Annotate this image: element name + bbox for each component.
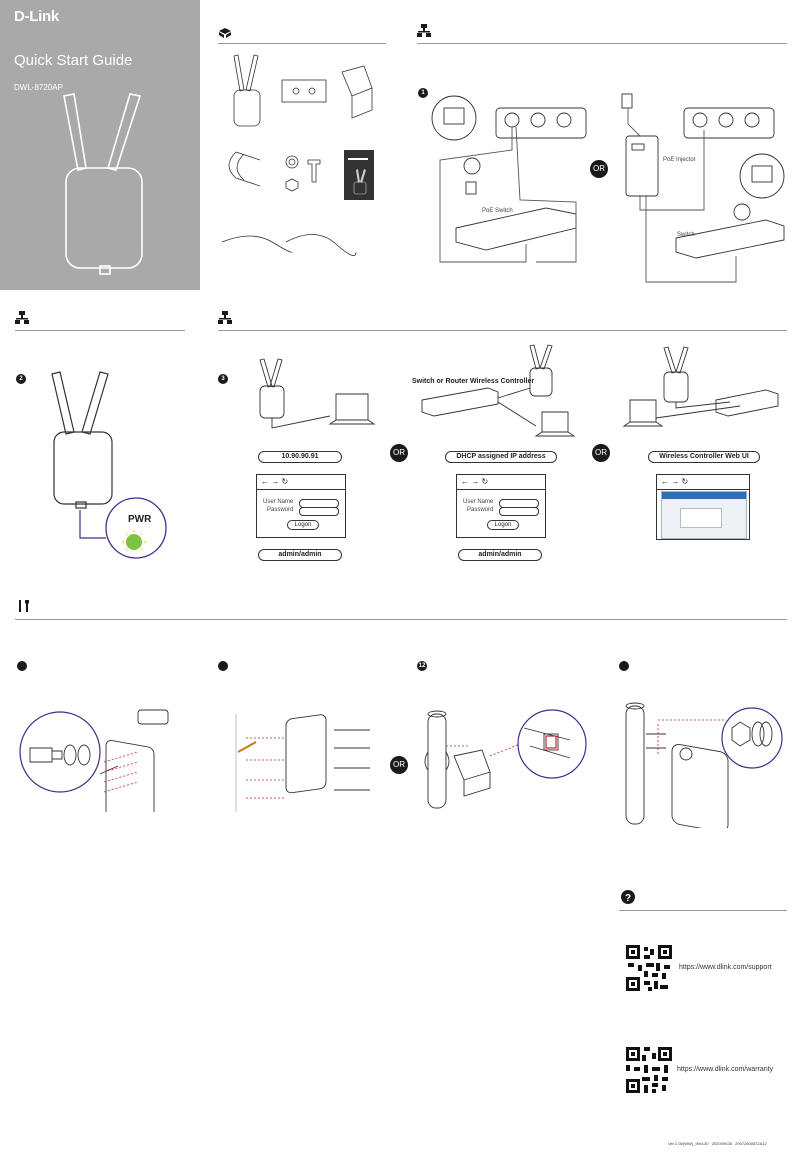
poe-injector-label: PoE Injector — [663, 157, 696, 163]
ap-laptop-illustration — [259, 358, 376, 429]
connection-diagram — [431, 93, 785, 283]
warranty-url[interactable]: https://www.dlink.com/warranty — [677, 1066, 774, 1073]
section-divider — [218, 43, 386, 44]
switch-ap-laptop-illustration — [421, 344, 576, 437]
section-divider — [218, 330, 787, 331]
wlc-ui-screenshot — [661, 491, 747, 539]
support-qr-code — [626, 945, 672, 991]
default-ip-pill: 10.90.90.91 — [258, 451, 342, 463]
poe-switch-label: PoE Switch — [482, 208, 513, 214]
or-badge: OR — [590, 160, 608, 178]
svg-text:?: ? — [625, 893, 631, 904]
password-label: Password — [467, 507, 494, 513]
credentials-pill: admin/admin — [458, 549, 542, 561]
browser-nav-icons[interactable]: ← → ↻ — [461, 477, 489, 486]
step-bullet — [619, 661, 629, 671]
pole-bracket-illustration — [424, 709, 587, 809]
browser-window: ← → ↻ User Name Password Logon — [456, 474, 546, 538]
wlc-heading: Switch or Router Wireless Controller — [412, 378, 535, 385]
cover-panel: D-Link Quick Start Guide DWL-8720AP — [0, 0, 200, 290]
section-divider — [15, 619, 787, 620]
password-input[interactable] — [299, 507, 339, 516]
password-label: Password — [267, 507, 294, 513]
support-url[interactable]: https://www.dlink.com/support — [679, 964, 772, 971]
model-number: DWL-8720AP — [14, 83, 63, 92]
step-number: 12 — [417, 661, 427, 671]
led-illustration — [51, 371, 167, 559]
password-input[interactable] — [499, 507, 539, 516]
page-title: Quick Start Guide — [14, 52, 133, 69]
logon-button[interactable]: Logon — [487, 520, 519, 530]
ap-pole-attach-illustration — [625, 702, 783, 828]
username-label: User Name — [463, 499, 494, 505]
access-point-illustration — [63, 93, 143, 275]
step-number: 2 — [16, 374, 26, 384]
version-footer: Ver 2.00(WW)_90x130 2020/09/28 290726008… — [668, 1141, 767, 1146]
or-badge: OR — [390, 756, 408, 774]
step-number: 3 — [218, 374, 228, 384]
ap-switch-laptop-illustration — [622, 346, 779, 427]
step-bullet — [218, 661, 228, 671]
browser-window: ← → ↻ — [656, 474, 750, 540]
browser-nav-icons[interactable]: ← → ↻ — [261, 477, 289, 486]
logon-button[interactable]: Logon — [287, 520, 319, 530]
username-label: User Name — [263, 499, 294, 505]
network-icon — [417, 24, 431, 43]
wall-mounting-illustration — [235, 714, 370, 812]
network-icon — [218, 311, 232, 330]
pwr-led-label: PWR — [128, 514, 152, 525]
brand-logo: D-Link — [14, 8, 59, 25]
or-badge: OR — [390, 444, 408, 462]
package-contents-illustration — [221, 54, 374, 256]
warranty-qr-code — [626, 1047, 672, 1093]
network-icon — [15, 311, 29, 330]
dhcp-ip-pill: DHCP assigned IP address — [445, 451, 557, 463]
section-divider — [619, 910, 787, 911]
browser-window: ← → ↻ User Name Password Logon — [256, 474, 346, 538]
wlc-web-ui-pill: Wireless Controller Web UI — [648, 451, 760, 463]
browser-nav-icons[interactable]: ← → ↻ — [661, 477, 689, 486]
switch-label: Switch — [677, 232, 695, 238]
step-bullet — [17, 661, 27, 671]
tools-icon — [17, 599, 33, 618]
section-divider — [15, 330, 185, 331]
box-icon — [218, 26, 232, 44]
section-divider — [417, 43, 787, 44]
credentials-pill: admin/admin — [258, 549, 342, 561]
wall-plate-mounting-illustration — [19, 709, 169, 812]
help-icon: ? — [621, 890, 635, 909]
or-badge: OR — [592, 444, 610, 462]
step-number: 1 — [418, 88, 428, 98]
